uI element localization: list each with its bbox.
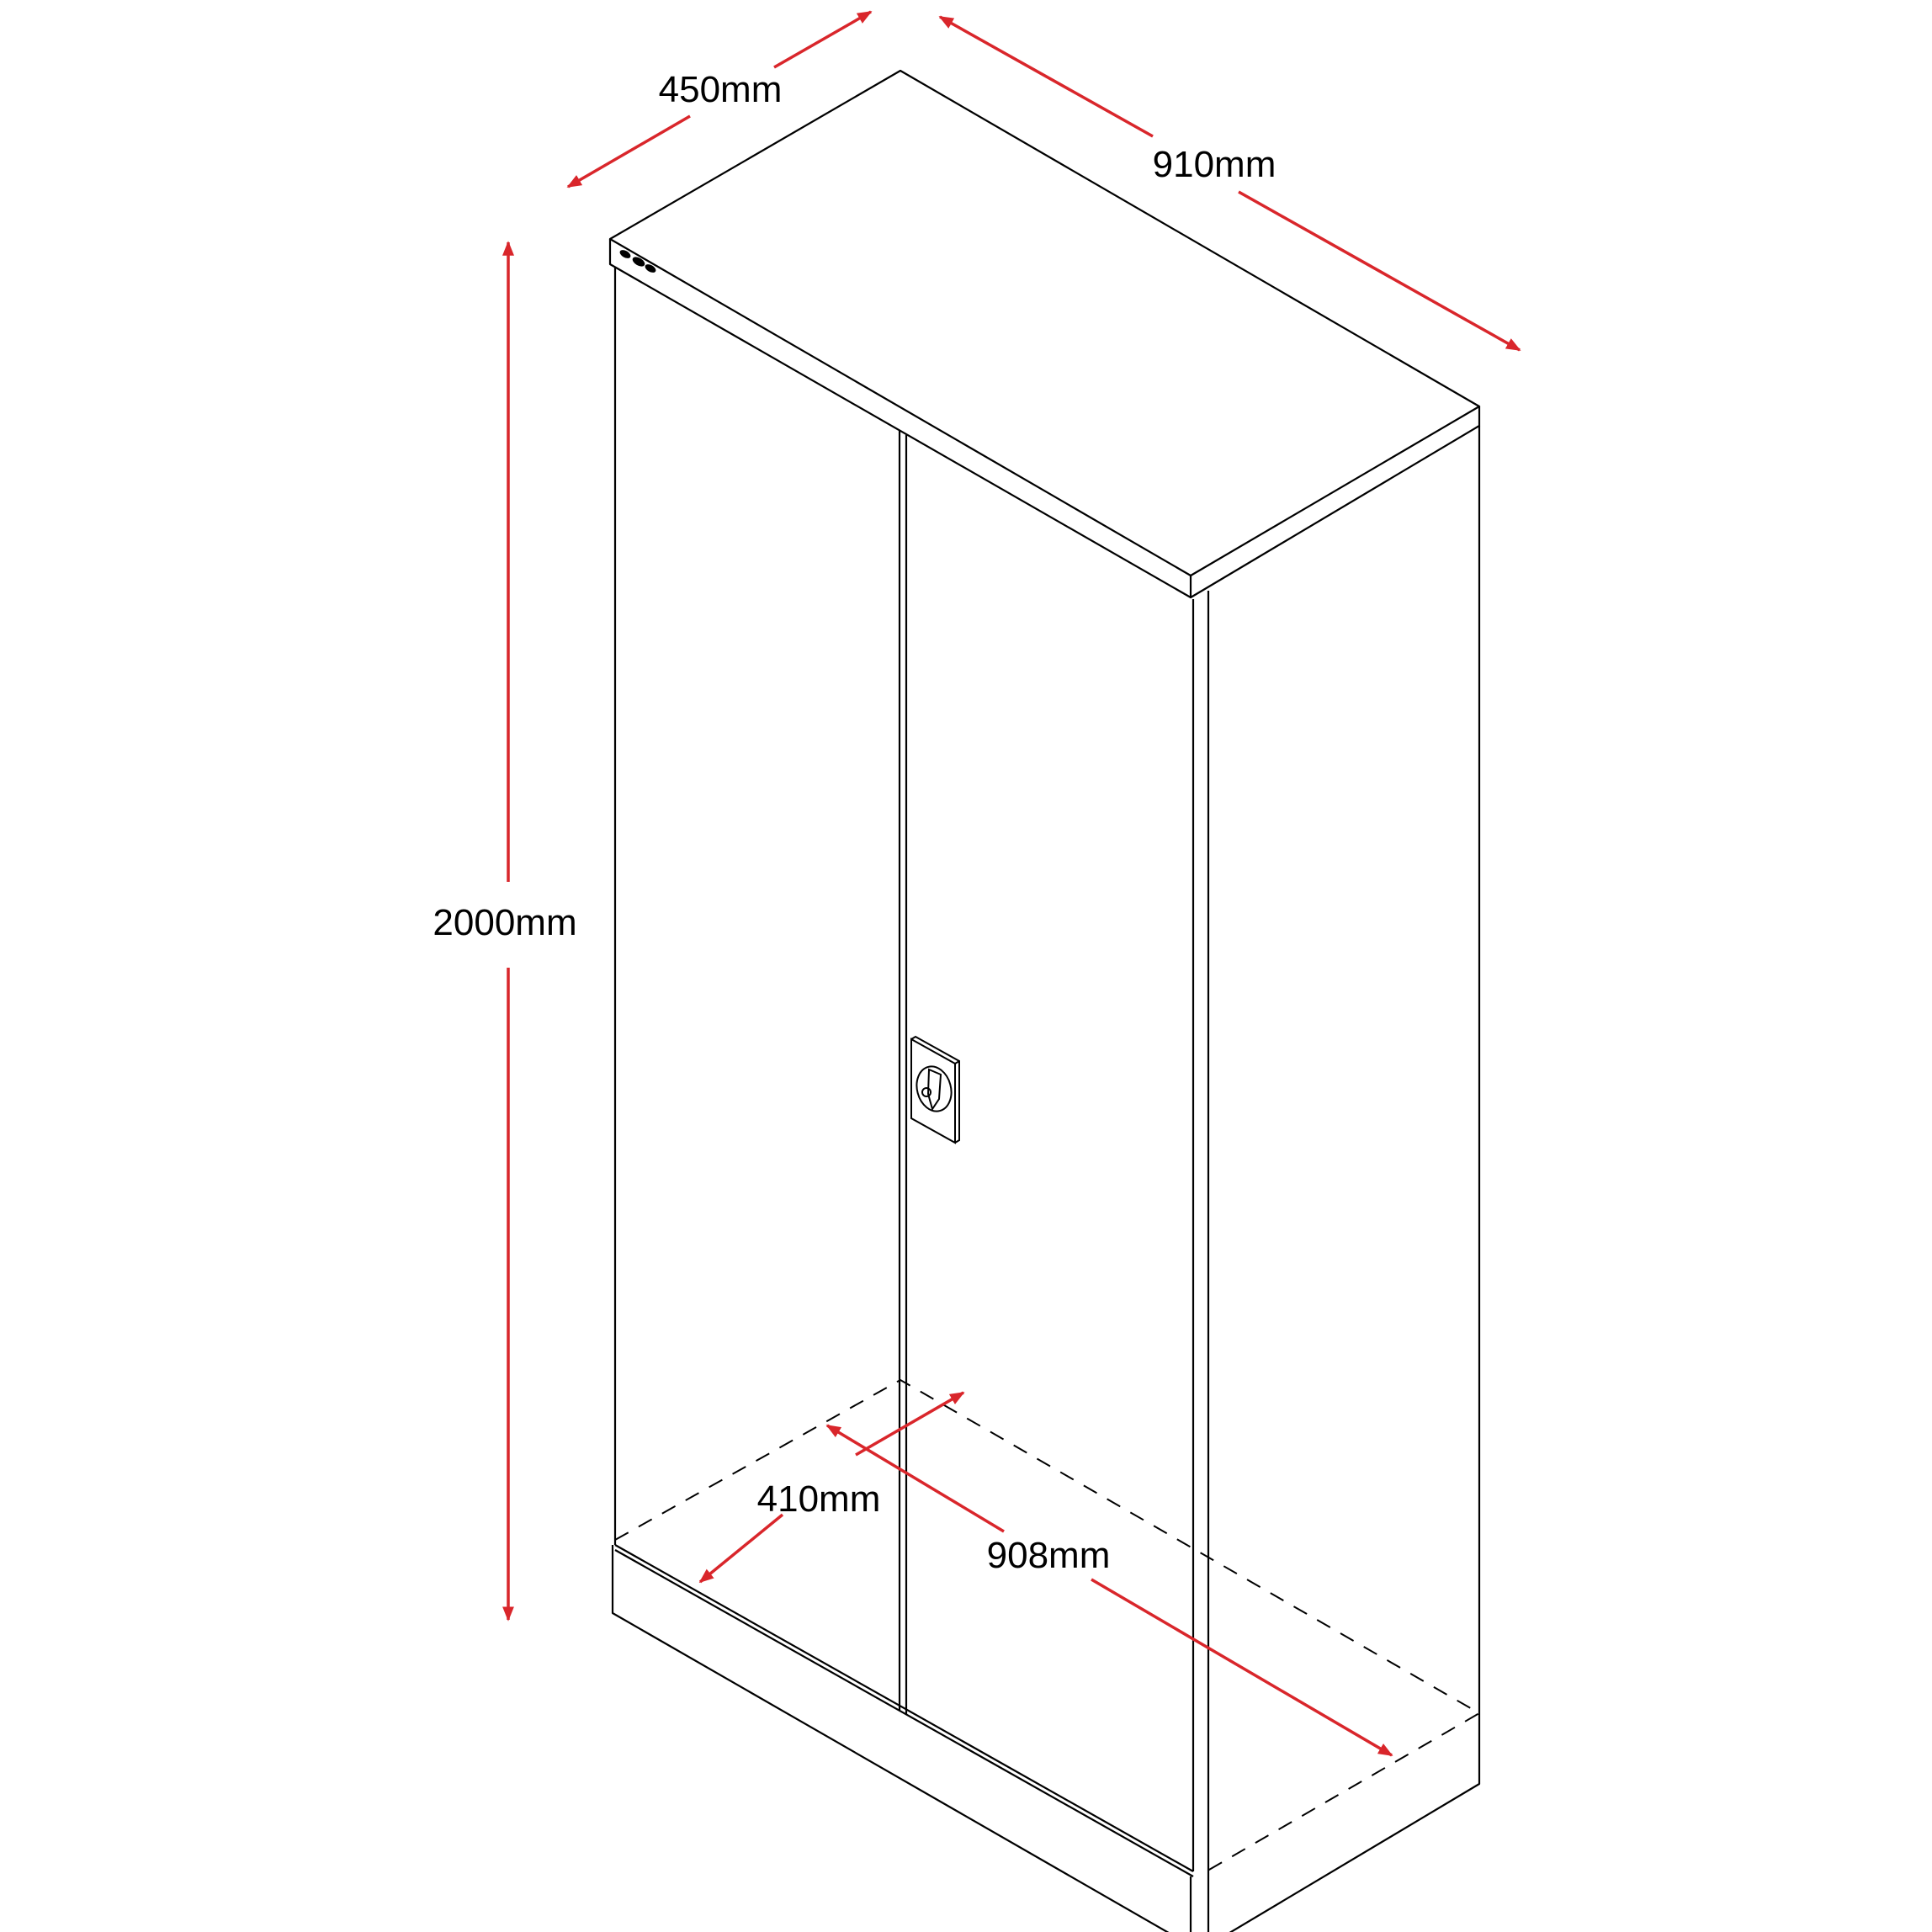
width-arrow-a	[938, 15, 1154, 138]
depth-label: 450mm	[658, 69, 783, 110]
internal-depth-label: 410mm	[756, 1478, 881, 1520]
width-arrow-b	[1238, 190, 1521, 352]
lock-handle-icon	[910, 1035, 960, 1144]
cabinet-outline	[608, 69, 1481, 1932]
plinth	[611, 1545, 1192, 1932]
width-label: 910mm	[1152, 144, 1276, 185]
logo-mark	[619, 250, 656, 273]
internal-width-arrow-b	[1091, 1578, 1393, 1757]
cabinet-top	[608, 69, 1481, 577]
depth-arrow-b	[566, 114, 691, 188]
internal-depth-arrow-a	[855, 1391, 965, 1457]
depth-arrow-a	[773, 10, 873, 69]
internal-width-arrow-a	[825, 1424, 1005, 1533]
internal-depth-arrow-b	[698, 1513, 784, 1584]
dimension-arrows	[502, 10, 1521, 1757]
internal-width-label: 908mm	[986, 1535, 1111, 1576]
internal-base-outline	[614, 1378, 1481, 1874]
height-label: 2000mm	[433, 902, 577, 943]
